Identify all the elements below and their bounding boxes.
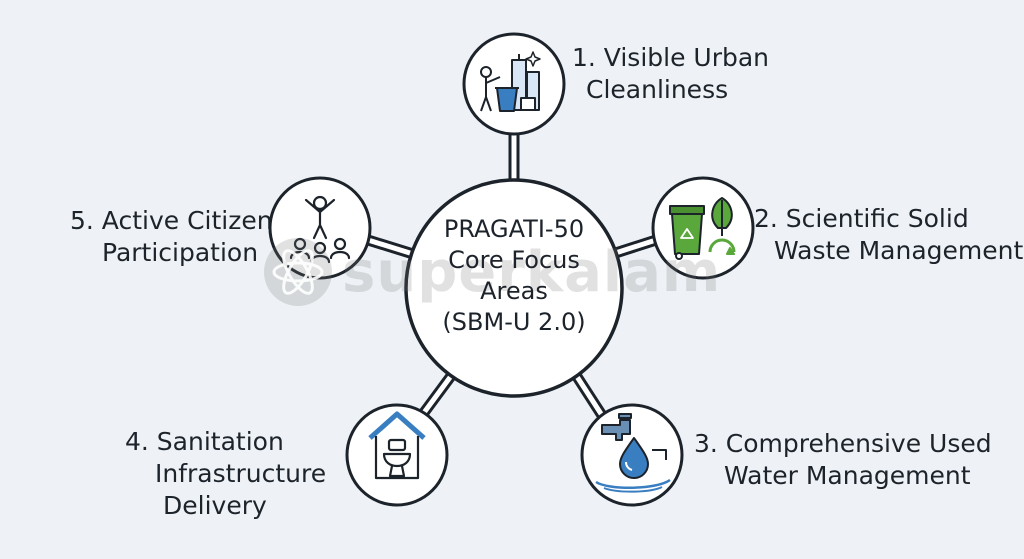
node-label-2: 2. Scientific Solid Waste Management (754, 203, 1023, 267)
atom-logo-icon (264, 238, 332, 306)
water-tap-icon (595, 413, 671, 493)
node-label-line: 4. Sanitation (125, 427, 284, 456)
node-label-line: Cleanliness (586, 75, 729, 104)
center-title-line: PRAGATI-50 (443, 215, 585, 243)
node-label-3: 3. Comprehensive Used Water Management (694, 428, 992, 492)
connector-3 (568, 366, 611, 426)
node-label-line: Waste Management (774, 236, 1024, 265)
center-title-line: Core Focus (448, 246, 580, 274)
toilet-house-icon (368, 411, 426, 480)
watermark: superkalam (262, 236, 721, 308)
node-label-line: 5. Active Citizen (70, 206, 273, 235)
node-label-line: 1. Visible Urban (572, 43, 770, 72)
node-label-line: Water Management (724, 461, 971, 490)
node-label-line: Infrastructure (155, 459, 327, 488)
center-title-line: (SBM-U 2.0) (442, 308, 586, 336)
cleanliness-icon (480, 51, 541, 112)
node-label-line: Participation (102, 238, 259, 267)
node-label-line: 3. Comprehensive Used (694, 429, 992, 458)
center-title-line: Areas (480, 277, 548, 305)
node-label-line: Delivery (163, 491, 267, 520)
node-label-1: 1. Visible Urban Cleanliness (572, 42, 769, 106)
citizens-icon (289, 195, 351, 264)
node-label-4: 4. Sanitation Infrastructure Delivery (125, 426, 326, 522)
recycle-bin-icon (669, 197, 736, 260)
center-title: PRAGATI-50 Core Focus Areas (SBM-U 2.0) (408, 214, 620, 338)
node-label-line: 2. Scientific Solid (754, 204, 969, 233)
center-node (404, 178, 624, 398)
node-label-5: 5. Active Citizen Participation (70, 205, 273, 269)
watermark-text: superkalam (342, 239, 722, 305)
connector-4 (414, 366, 460, 424)
